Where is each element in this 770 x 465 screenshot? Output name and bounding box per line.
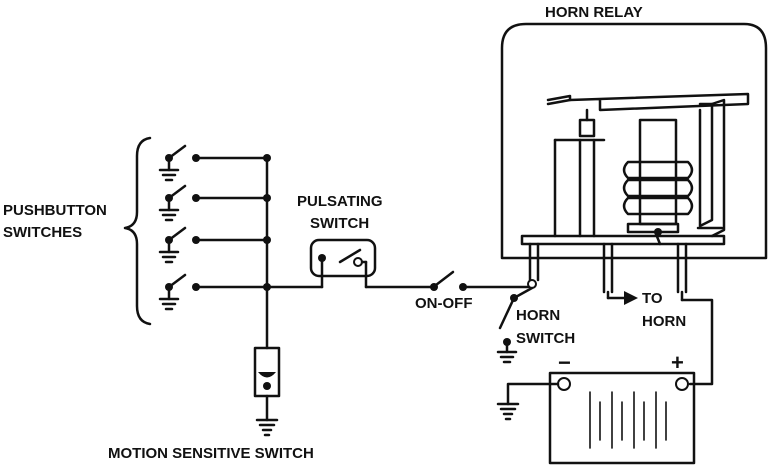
pushbutton-switch-2: [158, 184, 269, 222]
pushbutton-label-line2: SWITCHES: [3, 224, 82, 241]
horn-relay-label: HORN RELAY: [545, 4, 643, 21]
battery-positive-wire: [680, 298, 714, 386]
pushbutton-label-line1: PUSHBUTTON: [3, 202, 107, 219]
pushbutton-switch-1: [158, 144, 269, 182]
on-off-switch: [364, 270, 530, 291]
horn-switch-label-line2: SWITCH: [516, 330, 575, 347]
on-off-label: ON-OFF: [415, 295, 473, 312]
horn-relay: [500, 22, 768, 294]
to-horn-label-line2: HORN: [642, 313, 686, 330]
battery-plus-label: +: [671, 350, 684, 375]
horn-switch: [496, 296, 518, 364]
switch-bus: [194, 154, 324, 350]
pushbutton-switch-3: [158, 226, 269, 264]
horn-switch-label-line1: HORN: [516, 307, 560, 324]
motion-sensitive-switch: [253, 346, 281, 437]
pulsating-switch-label-line1: PULSATING: [297, 193, 383, 210]
to-horn-arrow: [606, 290, 638, 305]
to-horn-label-line1: TO: [642, 290, 663, 307]
pushbutton-switch-4: [158, 273, 200, 311]
pulsating-switch-label-line2: SWITCH: [310, 215, 369, 232]
pushbutton-brace: [123, 136, 152, 326]
motion-switch-label: MOTION SENSITIVE SWITCH: [108, 445, 314, 462]
battery: [548, 371, 696, 465]
battery-minus-label: −: [558, 350, 571, 375]
pulsating-switch: [309, 238, 377, 289]
battery-ground: [496, 382, 560, 421]
